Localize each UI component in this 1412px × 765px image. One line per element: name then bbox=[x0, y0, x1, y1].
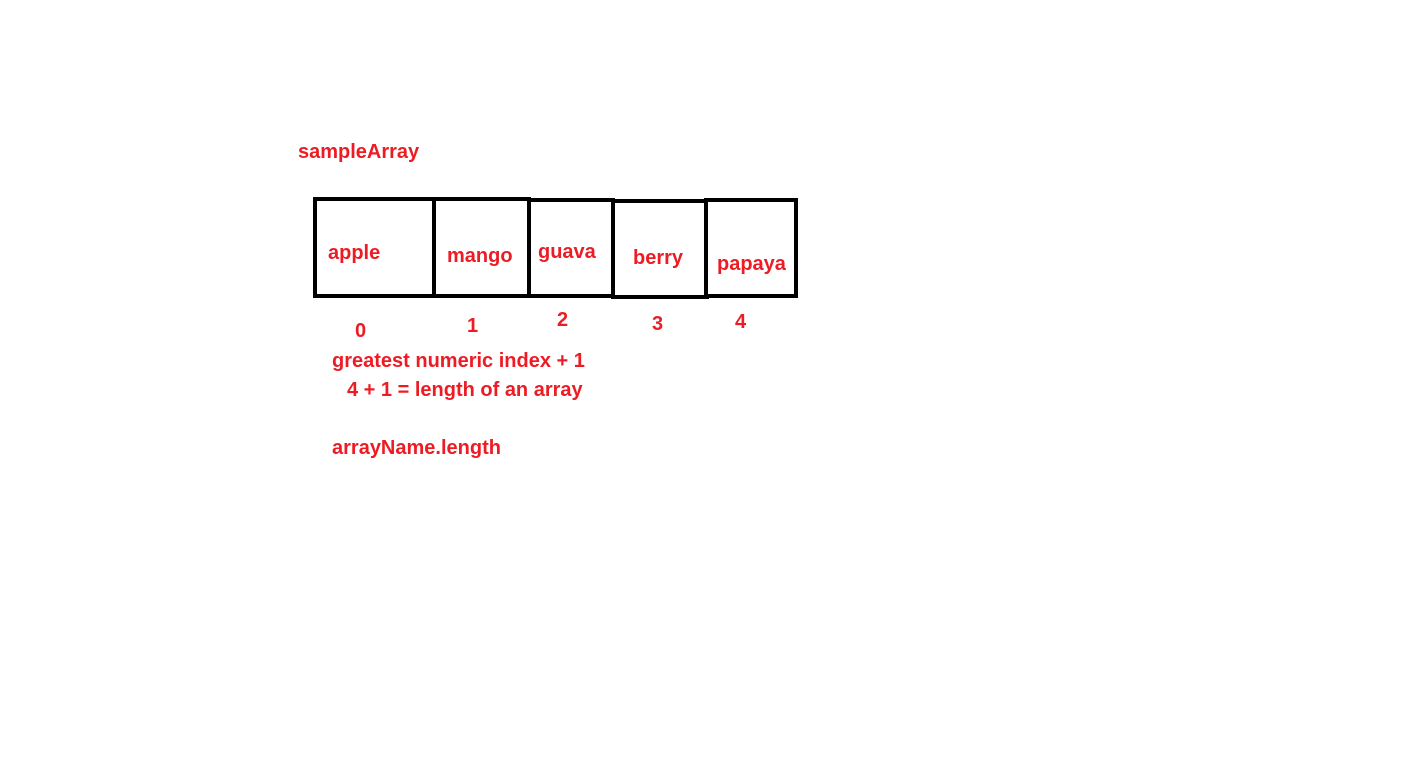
cell-value: papaya bbox=[717, 253, 786, 275]
array-name-label: sampleArray bbox=[298, 141, 420, 163]
cell-value: guava bbox=[538, 241, 596, 263]
array-cell-3: berry bbox=[611, 199, 709, 299]
index-label-4: 4 bbox=[735, 311, 747, 333]
note-array-length-property: arrayName.length bbox=[332, 437, 501, 459]
cell-value: mango bbox=[447, 245, 513, 267]
cell-value: apple bbox=[328, 242, 381, 264]
array-cell-1: mango bbox=[432, 197, 531, 298]
index-label-0: 0 bbox=[355, 320, 367, 342]
cell-value: berry bbox=[633, 247, 684, 269]
array-cell-2: guava bbox=[527, 198, 615, 298]
array-cell-0: apple bbox=[313, 197, 436, 298]
index-label-3: 3 bbox=[652, 313, 664, 335]
index-label-2: 2 bbox=[557, 309, 569, 331]
note-greatest-index: greatest numeric index + 1 bbox=[332, 350, 585, 372]
index-label-1: 1 bbox=[467, 315, 479, 337]
array-cell-4: papaya bbox=[704, 198, 798, 298]
note-length-formula: 4 + 1 = length of an array bbox=[347, 379, 583, 401]
